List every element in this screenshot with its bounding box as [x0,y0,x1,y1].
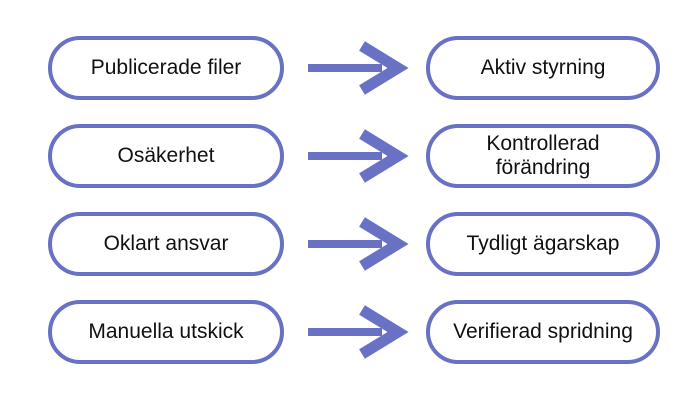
target-pill-label: Tydligt ägarskap [466,232,620,256]
source-pill: Osäkerhet [48,124,284,188]
diagram-row: Manuella utskick Verifierad spridning [0,300,700,364]
arrow-right-icon [308,129,409,183]
source-pill-label: Osäkerhet [117,144,215,168]
arrow-right-icon [308,305,409,359]
source-pill-label: Oklart ansvar [103,232,229,256]
target-pill: Aktiv styrning [426,36,660,100]
arrow-right-icon [308,41,409,95]
arrow-right-icon [308,217,409,271]
diagram-row: Osäkerhet Kontrollerad förändring [0,124,700,188]
diagram-row: Publicerade filer Aktiv styrning [0,36,700,100]
source-pill: Oklart ansvar [48,212,284,276]
source-pill-label: Publicerade filer [90,56,242,80]
target-pill: Kontrollerad förändring [426,124,660,188]
diagram-row: Oklart ansvar Tydligt ägarskap [0,212,700,276]
target-pill-label: Aktiv styrning [480,56,606,80]
source-pill: Publicerade filer [48,36,284,100]
target-pill: Verifierad spridning [426,300,660,364]
source-pill: Manuella utskick [48,300,284,364]
target-pill-label: Kontrollerad förändring [486,132,600,179]
target-pill: Tydligt ägarskap [426,212,660,276]
target-pill-label: Verifierad spridning [453,320,633,344]
source-pill-label: Manuella utskick [88,320,244,344]
